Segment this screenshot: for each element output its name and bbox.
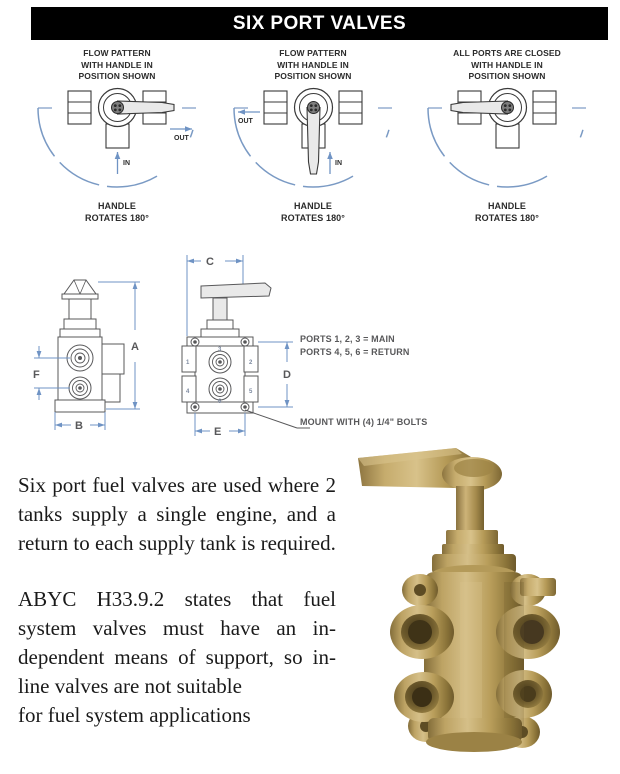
caption-line: POSITION SHOWN [78, 71, 156, 81]
port-number-6: 6 [218, 399, 222, 405]
footer-line: ROTATES 180° [85, 213, 149, 223]
footer-line: HANDLE [487, 201, 527, 211]
flow-diagram-center: FLOW PATTERN WITH HANDLE IN POSITION SHO… [218, 48, 408, 238]
flow-diagram-left-graphic: OUT IN [37, 87, 197, 188]
flow-diagram-center-footer: HANDLE ROTATES 180° [218, 200, 408, 224]
body-paragraph-2: ABYC H33.9.2 states that fuel system val… [18, 585, 336, 730]
valve-photograph [358, 448, 560, 752]
port-number-1: 1 [186, 360, 190, 366]
ports-legend-return: PORTS 4, 5, 6 = RETURN [300, 347, 410, 357]
body-paragraph-2-main: ABYC H33.9.2 states that fuel system val… [18, 587, 336, 698]
dimension-label-c: C [206, 256, 214, 268]
port-number-4: 4 [186, 389, 190, 395]
flow-diagram-left: FLOW PATTERN WITH HANDLE IN POSITION SHO… [22, 48, 212, 238]
ports-legend: PORTS 1, 2, 3 = MAIN PORTS 4, 5, 6 = RET… [300, 333, 410, 359]
footer-line: ROTATES 180° [475, 213, 539, 223]
dimension-label-a: A [131, 341, 139, 353]
dimension-label-e: E [214, 426, 221, 438]
port-number-3: 3 [218, 347, 222, 353]
caption-line: POSITION SHOWN [468, 71, 546, 81]
flow-diagram-left-caption: FLOW PATTERN WITH HANDLE IN POSITION SHO… [22, 48, 212, 83]
caption-line: WITH HANDLE IN [277, 59, 349, 70]
technical-drawing-front-view: C [181, 255, 310, 438]
body-paragraph-2-tail: for fuel system applications [18, 703, 251, 727]
caption-line: FLOW PATTERN [279, 48, 347, 58]
ports-legend-main: PORTS 1, 2, 3 = MAIN [300, 334, 395, 344]
mounting-bolts-note: MOUNT WITH (4) 1/4" BOLTS [300, 417, 428, 427]
flow-diagram-right: ALL PORTS ARE CLOSED WITH HANDLE IN POSI… [412, 48, 602, 238]
footer-line: ROTATES 180° [281, 213, 345, 223]
flow-diagram-right-footer: HANDLE ROTATES 180° [412, 200, 602, 224]
dimension-label-b: B [75, 420, 83, 432]
flow-label-in: IN [335, 160, 342, 167]
flow-diagram-center-caption: FLOW PATTERN WITH HANDLE IN POSITION SHO… [218, 48, 408, 83]
footer-line: HANDLE [293, 201, 333, 211]
caption-line: WITH HANDLE IN [81, 59, 153, 70]
page-title-bar: SIX PORT VALVES [31, 7, 608, 40]
flow-diagram-right-graphic [427, 87, 587, 188]
port-number-2: 2 [249, 360, 253, 366]
flow-diagram-right-caption: ALL PORTS ARE CLOSED WITH HANDLE IN POSI… [412, 48, 602, 83]
caption-line: ALL PORTS ARE CLOSED [453, 48, 561, 58]
port-number-5: 5 [249, 389, 253, 395]
caption-line: WITH HANDLE IN [471, 59, 543, 70]
dimension-label-d: D [283, 369, 291, 381]
caption-line: POSITION SHOWN [274, 71, 352, 81]
flow-diagram-center-graphic: OUT IN [233, 87, 393, 188]
technical-drawing-side-view: A B F [33, 279, 140, 432]
flow-diagram-left-footer: HANDLE ROTATES 180° [22, 200, 212, 224]
flow-label-out: OUT [238, 118, 254, 125]
dimension-label-f: F [33, 369, 40, 381]
footer-line: HANDLE [97, 201, 137, 211]
caption-line: FLOW PATTERN [83, 48, 151, 58]
page-title: SIX PORT VALVES [232, 12, 407, 34]
body-paragraph-1: Six port fuel valves are used where 2 ta… [18, 473, 336, 555]
flow-label-in: IN [123, 160, 130, 167]
flow-label-out: OUT [174, 135, 190, 142]
